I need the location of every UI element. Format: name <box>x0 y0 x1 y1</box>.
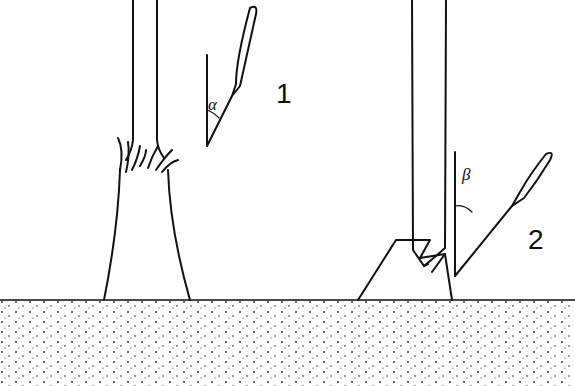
tree-trunk-1 <box>104 0 190 300</box>
axe-angle-1 <box>207 7 256 146</box>
axe-angle-2 <box>455 152 552 276</box>
angle-label: α <box>208 96 217 113</box>
ground-line <box>0 299 575 301</box>
callout-number: 2 <box>528 226 544 254</box>
angle-label: β <box>462 166 470 183</box>
tree-trunk-2 <box>358 0 452 300</box>
ground <box>0 300 575 386</box>
callout-number: 1 <box>276 80 292 108</box>
